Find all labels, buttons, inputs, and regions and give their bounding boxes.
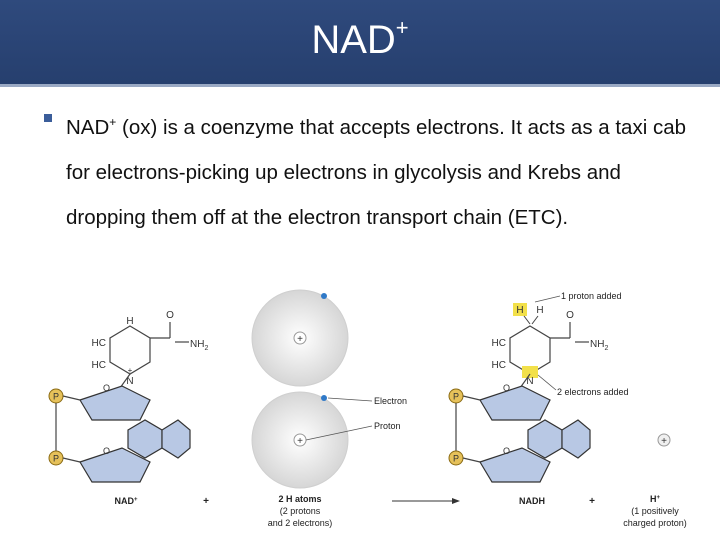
ribose-sugar-2 bbox=[479, 447, 551, 483]
o-atom-label: O bbox=[566, 310, 574, 321]
hc-label: HC bbox=[492, 360, 506, 371]
added-electrons-highlight bbox=[522, 366, 538, 378]
h-atoms-caption-line3: and 2 electrons) bbox=[268, 518, 333, 528]
h-atoms-caption: 2 H atoms bbox=[278, 494, 321, 504]
n-atom-label: N bbox=[126, 376, 133, 387]
ribose-sugar-1 bbox=[479, 385, 551, 421]
h-atom-label: H bbox=[516, 305, 523, 316]
h-atom-label: H bbox=[536, 305, 543, 316]
nadh-caption: NADH bbox=[519, 496, 545, 506]
plus-sign-1: + bbox=[203, 496, 209, 507]
n-atom-label: N bbox=[526, 376, 533, 387]
adenine-ring bbox=[127, 419, 163, 459]
free-proton-icon bbox=[657, 433, 671, 447]
hydrogen-atom-1: + bbox=[251, 289, 349, 387]
added-proton-highlight bbox=[513, 303, 527, 316]
plus-sign-2: + bbox=[589, 496, 595, 507]
ring-o-label: O bbox=[503, 446, 510, 456]
phosphate-label: P bbox=[53, 392, 59, 402]
ring-o-label: O bbox=[103, 446, 110, 456]
nad-reduction-diagram: H HC HC O NH2 N + O P P O + + Electron bbox=[48, 289, 687, 528]
n-charge-label: + bbox=[128, 366, 133, 375]
electrons-added-label: 2 electrons added bbox=[557, 387, 629, 397]
ring-o-label: O bbox=[503, 383, 510, 393]
ribose-sugar-2 bbox=[79, 447, 151, 483]
hplus-caption: H+ bbox=[650, 494, 661, 504]
title-bar: NAD+ bbox=[0, 0, 720, 87]
nad-molecule: H HC HC O NH2 N + O P P O bbox=[48, 310, 208, 483]
hplus-caption-line2: (1 positively bbox=[631, 506, 679, 516]
ribose-sugar-1 bbox=[79, 385, 151, 421]
hplus-caption-line3: charged proton) bbox=[623, 518, 687, 528]
electron-dot-icon bbox=[321, 395, 327, 401]
free-proton-plus-label: + bbox=[661, 436, 667, 447]
h-atom-label: H bbox=[126, 316, 133, 327]
hydrogen-atom-2: + bbox=[251, 391, 349, 489]
proton-added-label: 1 proton added bbox=[561, 291, 622, 301]
hc-label: HC bbox=[92, 338, 106, 349]
reaction-arrow-icon bbox=[452, 498, 460, 504]
nh2-label: NH2 bbox=[190, 339, 208, 352]
nad-caption: NAD+ bbox=[114, 496, 138, 506]
electron-dot-icon bbox=[321, 293, 327, 299]
bullet-paragraph: NAD+ (ox) is a coenzyme that accepts ele… bbox=[66, 115, 687, 229]
hc-label: HC bbox=[492, 338, 506, 349]
bullet-text: NAD+ (ox) is a coenzyme that accepts ele… bbox=[44, 100, 694, 240]
adenine-ring bbox=[527, 419, 563, 459]
phosphate-label: P bbox=[453, 454, 459, 464]
electron-label: Electron bbox=[374, 396, 407, 406]
hc-label: HC bbox=[92, 360, 106, 371]
phosphate-label: P bbox=[53, 454, 59, 464]
ring-o-label: O bbox=[103, 383, 110, 393]
phosphate-label: P bbox=[453, 392, 459, 402]
proton-label: Proton bbox=[374, 421, 401, 431]
nh2-label: NH2 bbox=[590, 339, 608, 352]
nadh-molecule: H H HC HC O NH2 N O P P O bbox=[448, 295, 608, 483]
o-atom-label: O bbox=[166, 310, 174, 321]
proton-plus-label: + bbox=[297, 334, 303, 345]
proton-plus-label: + bbox=[297, 436, 303, 447]
slide-title: NAD+ bbox=[311, 14, 409, 62]
h-atoms-caption-line2: (2 protons bbox=[280, 506, 321, 516]
bullet-square-icon bbox=[44, 114, 52, 122]
